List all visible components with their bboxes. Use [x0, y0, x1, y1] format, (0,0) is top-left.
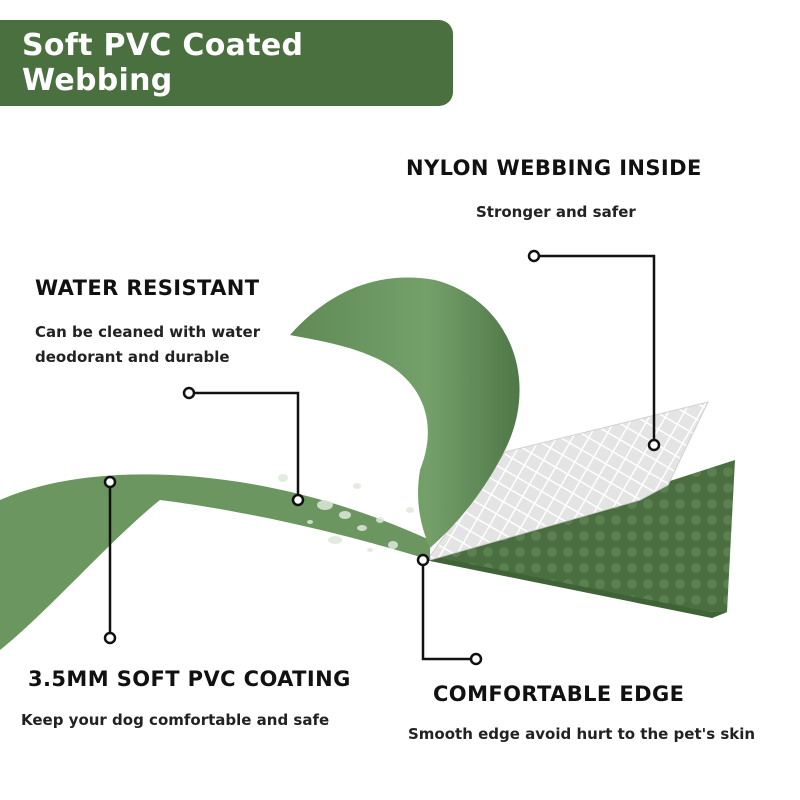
- callout-dot: [469, 652, 483, 666]
- strap-left: [0, 474, 430, 650]
- callout-dot: [416, 553, 430, 567]
- callout-dot: [291, 493, 305, 507]
- callout-dot: [103, 631, 117, 645]
- strap-curl: [290, 277, 520, 548]
- water-title: WATER RESISTANT: [35, 276, 260, 300]
- callout-dot: [527, 249, 541, 263]
- nylon-title: NYLON WEBBING INSIDE: [406, 156, 702, 180]
- water-line-2: deodorant and durable: [35, 348, 230, 366]
- callout-line-edge: [421, 560, 476, 661]
- edge-title: COMFORTABLE EDGE: [433, 682, 685, 706]
- edge-subtitle: Smooth edge avoid hurt to the pet's skin: [408, 725, 756, 743]
- water-line-1: Can be cleaned with water: [35, 323, 261, 341]
- callout-dot: [182, 386, 196, 400]
- callout-line-water: [189, 391, 300, 500]
- callout-dot: [103, 475, 117, 489]
- title-banner: Soft PVC Coated Webbing: [0, 20, 453, 106]
- callout-dot: [647, 438, 661, 452]
- callout-line-nylon: [534, 254, 656, 445]
- nylon-subtitle: Stronger and safer: [476, 203, 636, 221]
- coating-subtitle: Keep your dog comfortable and safe: [21, 711, 330, 729]
- strap-right-edge: [425, 556, 727, 618]
- strap-right-texture: [425, 460, 735, 618]
- coating-title: 3.5MM SOFT PVC COATING: [28, 667, 351, 691]
- banner-title: Soft PVC Coated Webbing: [22, 28, 304, 98]
